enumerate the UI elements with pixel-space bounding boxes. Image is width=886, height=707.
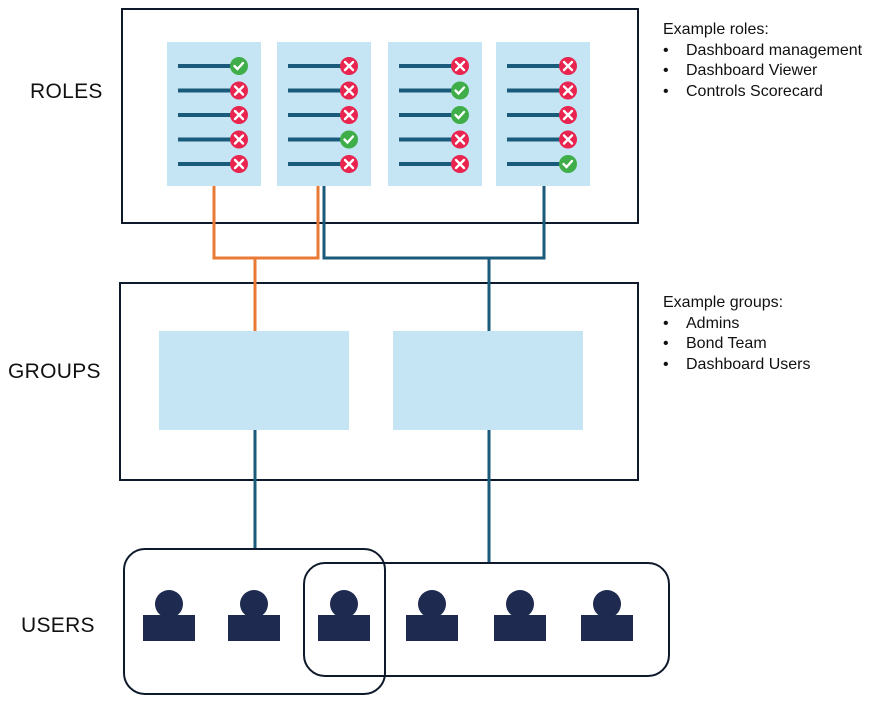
cross-icon bbox=[230, 81, 248, 100]
permission-bar bbox=[399, 162, 457, 166]
roles-note-title: Example roles: bbox=[663, 21, 769, 38]
connector-blue bbox=[322, 186, 546, 260]
groups-note-item: Bond Team bbox=[663, 334, 811, 355]
group-card bbox=[393, 331, 583, 430]
cross-icon bbox=[340, 155, 358, 173]
roles-label: ROLES bbox=[30, 80, 103, 103]
cross-icon bbox=[230, 106, 248, 124]
permission-bar bbox=[507, 88, 565, 93]
user-icon bbox=[318, 590, 370, 641]
permission-bar bbox=[288, 113, 346, 117]
role-permissions bbox=[399, 57, 469, 173]
groups-note-title: Example groups: bbox=[663, 294, 784, 311]
permission-bar bbox=[507, 137, 565, 142]
permission-bar bbox=[288, 162, 346, 166]
role-card bbox=[388, 42, 482, 186]
cross-icon bbox=[451, 155, 469, 173]
permission-bar bbox=[178, 137, 236, 142]
permission-bar bbox=[288, 137, 346, 142]
role-card bbox=[167, 42, 261, 186]
permission-bar bbox=[399, 64, 457, 68]
user-icon bbox=[228, 590, 280, 641]
cross-icon bbox=[230, 155, 248, 173]
roles-note-item: Dashboard Viewer bbox=[663, 61, 862, 82]
groups-note-item: Admins bbox=[663, 314, 811, 335]
permission-bar bbox=[507, 64, 565, 68]
permission-bar bbox=[399, 113, 457, 117]
role-card bbox=[277, 42, 371, 186]
check-icon bbox=[451, 81, 469, 100]
group-card bbox=[159, 331, 349, 430]
check-icon bbox=[230, 57, 248, 75]
permission-bar bbox=[507, 162, 565, 166]
permission-bar bbox=[288, 88, 346, 93]
check-icon bbox=[559, 155, 577, 173]
connector-orange bbox=[212, 186, 320, 260]
cross-icon bbox=[451, 130, 469, 149]
check-icon bbox=[340, 130, 358, 149]
permission-bar bbox=[399, 137, 457, 142]
role-card bbox=[496, 42, 590, 186]
permission-bar bbox=[178, 64, 236, 68]
permission-bar bbox=[507, 113, 565, 117]
user-set-group-1 bbox=[123, 548, 386, 695]
roles-note-item: Dashboard management bbox=[663, 41, 862, 62]
cross-icon bbox=[340, 57, 358, 75]
groups-note-item: Dashboard Users bbox=[663, 355, 811, 376]
role-permissions bbox=[178, 57, 248, 173]
roles-note-item: Controls Scorecard bbox=[663, 82, 862, 103]
permission-bar bbox=[178, 162, 236, 166]
permission-bar bbox=[178, 113, 236, 117]
check-icon bbox=[451, 106, 469, 124]
cross-icon bbox=[559, 130, 577, 149]
user-icon bbox=[143, 590, 195, 641]
groups-note: Example groups: Admins Bond Team Dashboa… bbox=[663, 293, 811, 375]
cross-icon bbox=[559, 57, 577, 75]
user-icon bbox=[406, 590, 458, 641]
cross-icon bbox=[451, 57, 469, 75]
groups-label: GROUPS bbox=[8, 360, 101, 383]
cross-icon bbox=[340, 106, 358, 124]
permission-bar bbox=[178, 88, 236, 93]
cross-icon bbox=[559, 106, 577, 124]
role-permissions bbox=[507, 57, 577, 173]
permission-bar bbox=[399, 88, 457, 93]
cross-icon bbox=[340, 81, 358, 100]
user-icon bbox=[581, 590, 633, 641]
user-set-group-2 bbox=[303, 562, 670, 677]
user-icon bbox=[494, 590, 546, 641]
roles-note: Example roles: Dashboard management Dash… bbox=[663, 20, 862, 102]
cross-icon bbox=[559, 81, 577, 100]
permission-bar bbox=[288, 64, 346, 68]
cross-icon bbox=[230, 130, 248, 149]
role-permissions bbox=[288, 57, 358, 173]
users-label: USERS bbox=[21, 614, 95, 637]
